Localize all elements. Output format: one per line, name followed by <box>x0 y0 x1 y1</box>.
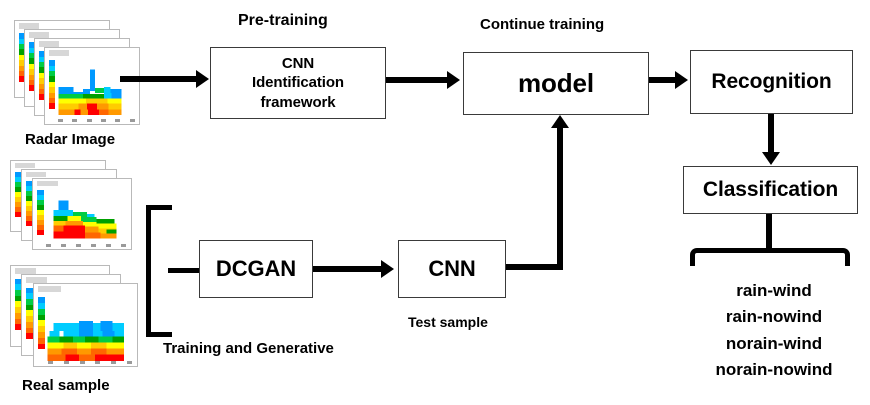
colorbar <box>25 287 33 339</box>
continue-training-label: Continue training <box>480 16 605 33</box>
plot-title-bar <box>18 23 40 29</box>
training-and-generative-label: Training and Generative <box>163 340 334 357</box>
real-sample-card-front <box>32 178 132 250</box>
real-sample-stack-upper <box>10 160 138 250</box>
radar-image-card-front <box>44 47 140 125</box>
model-text: model <box>517 67 595 98</box>
dcgan-box: DCGAN <box>199 240 313 298</box>
radar-image-stack <box>14 20 140 125</box>
class-item-norain-wind: norain-wind <box>725 333 823 353</box>
radar-plot-thumb <box>33 179 131 249</box>
radar-heatmap <box>58 69 122 116</box>
cnn-framework-line-3: framework <box>260 93 336 111</box>
recognition-text: Recognition <box>711 69 832 93</box>
plot-title-bar <box>28 32 50 38</box>
plot-title-bar <box>38 41 60 47</box>
model-box: model <box>463 52 649 115</box>
test-sample-label: Test sample <box>408 314 488 330</box>
axis-ticks <box>46 360 134 364</box>
radar-plot-thumb <box>34 284 137 366</box>
cnn-test-box: CNN <box>398 240 506 298</box>
colorbar <box>14 278 22 330</box>
radar-image-label: Radar Image <box>25 131 116 148</box>
connector-cnn-to-model <box>386 77 448 83</box>
plot-title-bar <box>14 163 36 168</box>
connector-radar-to-cnn <box>120 76 198 82</box>
arrowhead-cnn-to-model-up <box>551 115 569 128</box>
colorbar <box>18 33 26 82</box>
class-item-norain-nowind: norain-nowind <box>715 360 833 380</box>
connector-samples-to-dcgan <box>168 268 202 273</box>
radar-plot-thumb <box>45 48 139 124</box>
connector-cnn-to-model-vertical <box>557 128 563 266</box>
arrowhead-model-to-recognition <box>675 71 688 89</box>
colorbar <box>36 190 44 235</box>
radar-plot-thumb <box>11 161 105 231</box>
radar-heatmap <box>47 321 125 362</box>
real-sample-stack-lower <box>10 265 142 370</box>
connector-recognition-to-classification <box>768 114 774 153</box>
cnn-framework-line-2: Identification <box>252 74 344 92</box>
cnn-test-text: CNN <box>428 255 476 281</box>
radar-plot-thumb <box>15 21 109 97</box>
cnn-framework-line-1: CNN <box>281 55 315 73</box>
classification-output-list: rain-wind rain-nowind norain-wind norain… <box>690 278 858 383</box>
class-output-bracket <box>690 248 850 266</box>
plot-title-bar <box>38 286 61 293</box>
cnn-framework-text: CNN Identification framework <box>252 54 344 112</box>
radar-plot-thumb <box>35 39 129 115</box>
arrowhead-cnn-to-model <box>447 71 460 89</box>
radar-plot-thumb <box>25 30 119 106</box>
arrowhead-dcgan-to-cnn <box>381 260 394 278</box>
radar-plot-thumb <box>22 275 120 355</box>
colorbar <box>25 181 33 226</box>
radar-plot-thumb <box>22 170 116 240</box>
class-item-rain-wind: rain-wind <box>736 281 812 300</box>
radar-plot-thumb <box>11 266 109 346</box>
plot-title-bar <box>25 277 48 283</box>
colorbar <box>48 60 56 109</box>
classification-text: Classification <box>702 177 839 201</box>
axis-ticks <box>56 118 136 122</box>
connector-classification-to-classes <box>766 214 772 250</box>
colorbar <box>38 51 46 100</box>
connector-cnn-to-model-horizontal <box>506 264 563 270</box>
class-item-rain-nowind: rain-nowind <box>725 307 823 327</box>
real-sample-label: Real sample <box>22 377 110 394</box>
plot-title-bar <box>25 172 47 177</box>
radar-heatmap <box>53 200 117 239</box>
plot-title-bar <box>14 268 37 274</box>
real-sample-card-front <box>33 283 138 367</box>
connector-model-to-recognition <box>649 77 677 83</box>
colorbar <box>14 172 22 217</box>
connector-dcgan-to-cnn <box>313 266 383 272</box>
arrowhead-radar-to-cnn <box>196 70 209 88</box>
colorbar <box>28 42 36 91</box>
cnn-identification-framework-box: CNN Identification framework <box>210 47 386 119</box>
classification-box: Classification <box>683 166 858 214</box>
sample-group-bracket <box>146 205 172 337</box>
plot-title-bar <box>36 181 59 186</box>
recognition-box: Recognition <box>690 50 853 114</box>
dcgan-text: DCGAN <box>215 255 297 281</box>
colorbar <box>38 297 46 350</box>
axis-ticks <box>45 243 128 247</box>
plot-title-bar <box>48 50 70 56</box>
arrowhead-recognition-to-classification <box>762 152 780 165</box>
pre-training-label: Pre-training <box>238 12 328 29</box>
